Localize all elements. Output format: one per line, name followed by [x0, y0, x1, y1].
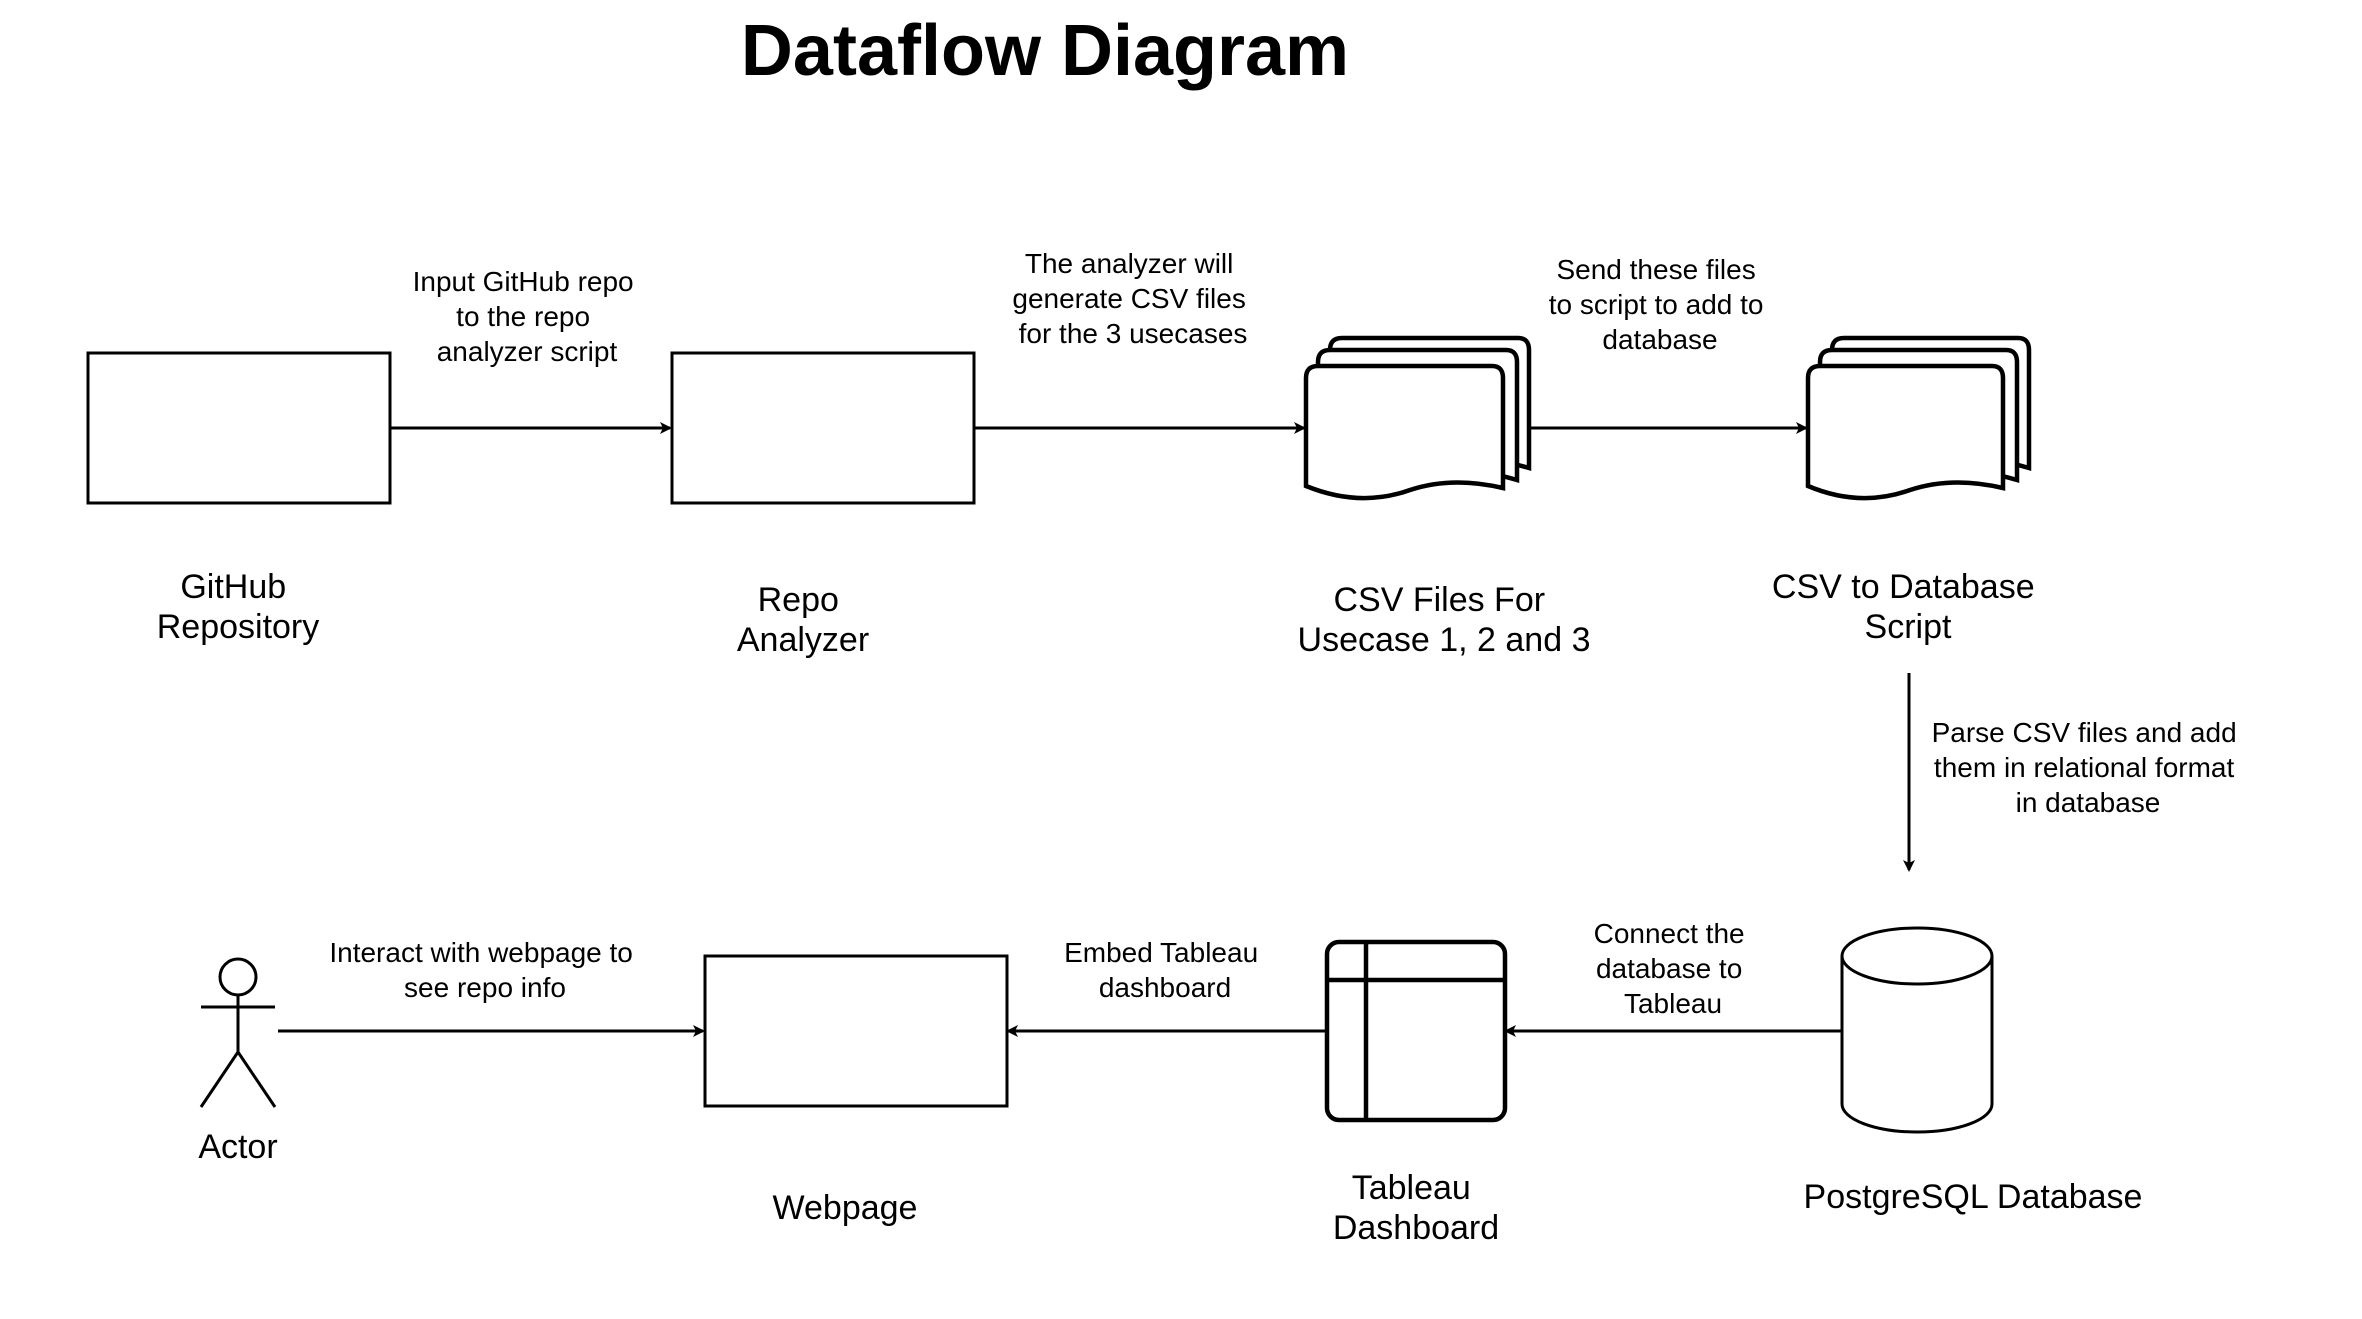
- github-repository-box[interactable]: [86, 351, 392, 505]
- repo-analyzer-box[interactable]: [670, 351, 976, 505]
- csv-files-multi-document[interactable]: [1303, 335, 1532, 501]
- webpage-label: Webpage: [773, 1189, 918, 1227]
- csv-to-database-script-label: CSV to Database Script: [1772, 568, 2044, 646]
- csv-files-label: CSV Files For Usecase 1, 2 and 3: [1298, 581, 1591, 659]
- edge-label-csv-files-to-script: Send these files to script to add to dat…: [1549, 254, 1772, 355]
- github-repository-label: GitHub Repository: [157, 568, 320, 646]
- diagram-title: Dataflow Diagram: [741, 11, 1349, 91]
- edge-label-script-to-postgresql: Parse CSV files and add them in relation…: [1932, 717, 2245, 818]
- actor-icon[interactable]: [199, 957, 277, 1108]
- postgresql-database-label: PostgreSQL Database: [1804, 1178, 2143, 1216]
- postgresql-database-cylinder[interactable]: [1840, 926, 1994, 1134]
- repo-analyzer-label: Repo Analyzer: [737, 581, 869, 659]
- edge-label-analyzer-to-csv-files: The analyzer will generate CSV files for…: [1012, 248, 1253, 349]
- csv-to-database-script-multi-document[interactable]: [1805, 335, 2032, 501]
- tableau-dashboard-shape[interactable]: [1324, 939, 1508, 1123]
- edge-label-github-to-analyzer: Input GitHub repo to the repo analyzer s…: [413, 266, 642, 367]
- tableau-dashboard-label: Tableau Dashboard: [1333, 1169, 1499, 1247]
- edge-label-tableau-to-webpage: Embed Tableau dashboard: [1064, 937, 1266, 1003]
- webpage-box[interactable]: [703, 954, 1009, 1108]
- edge-label-actor-to-webpage: Interact with webpage to see repo info: [329, 937, 640, 1003]
- actor-label: Actor: [198, 1128, 277, 1166]
- edge-label-postgresql-to-tableau: Connect the database to Tableau: [1594, 918, 1753, 1019]
